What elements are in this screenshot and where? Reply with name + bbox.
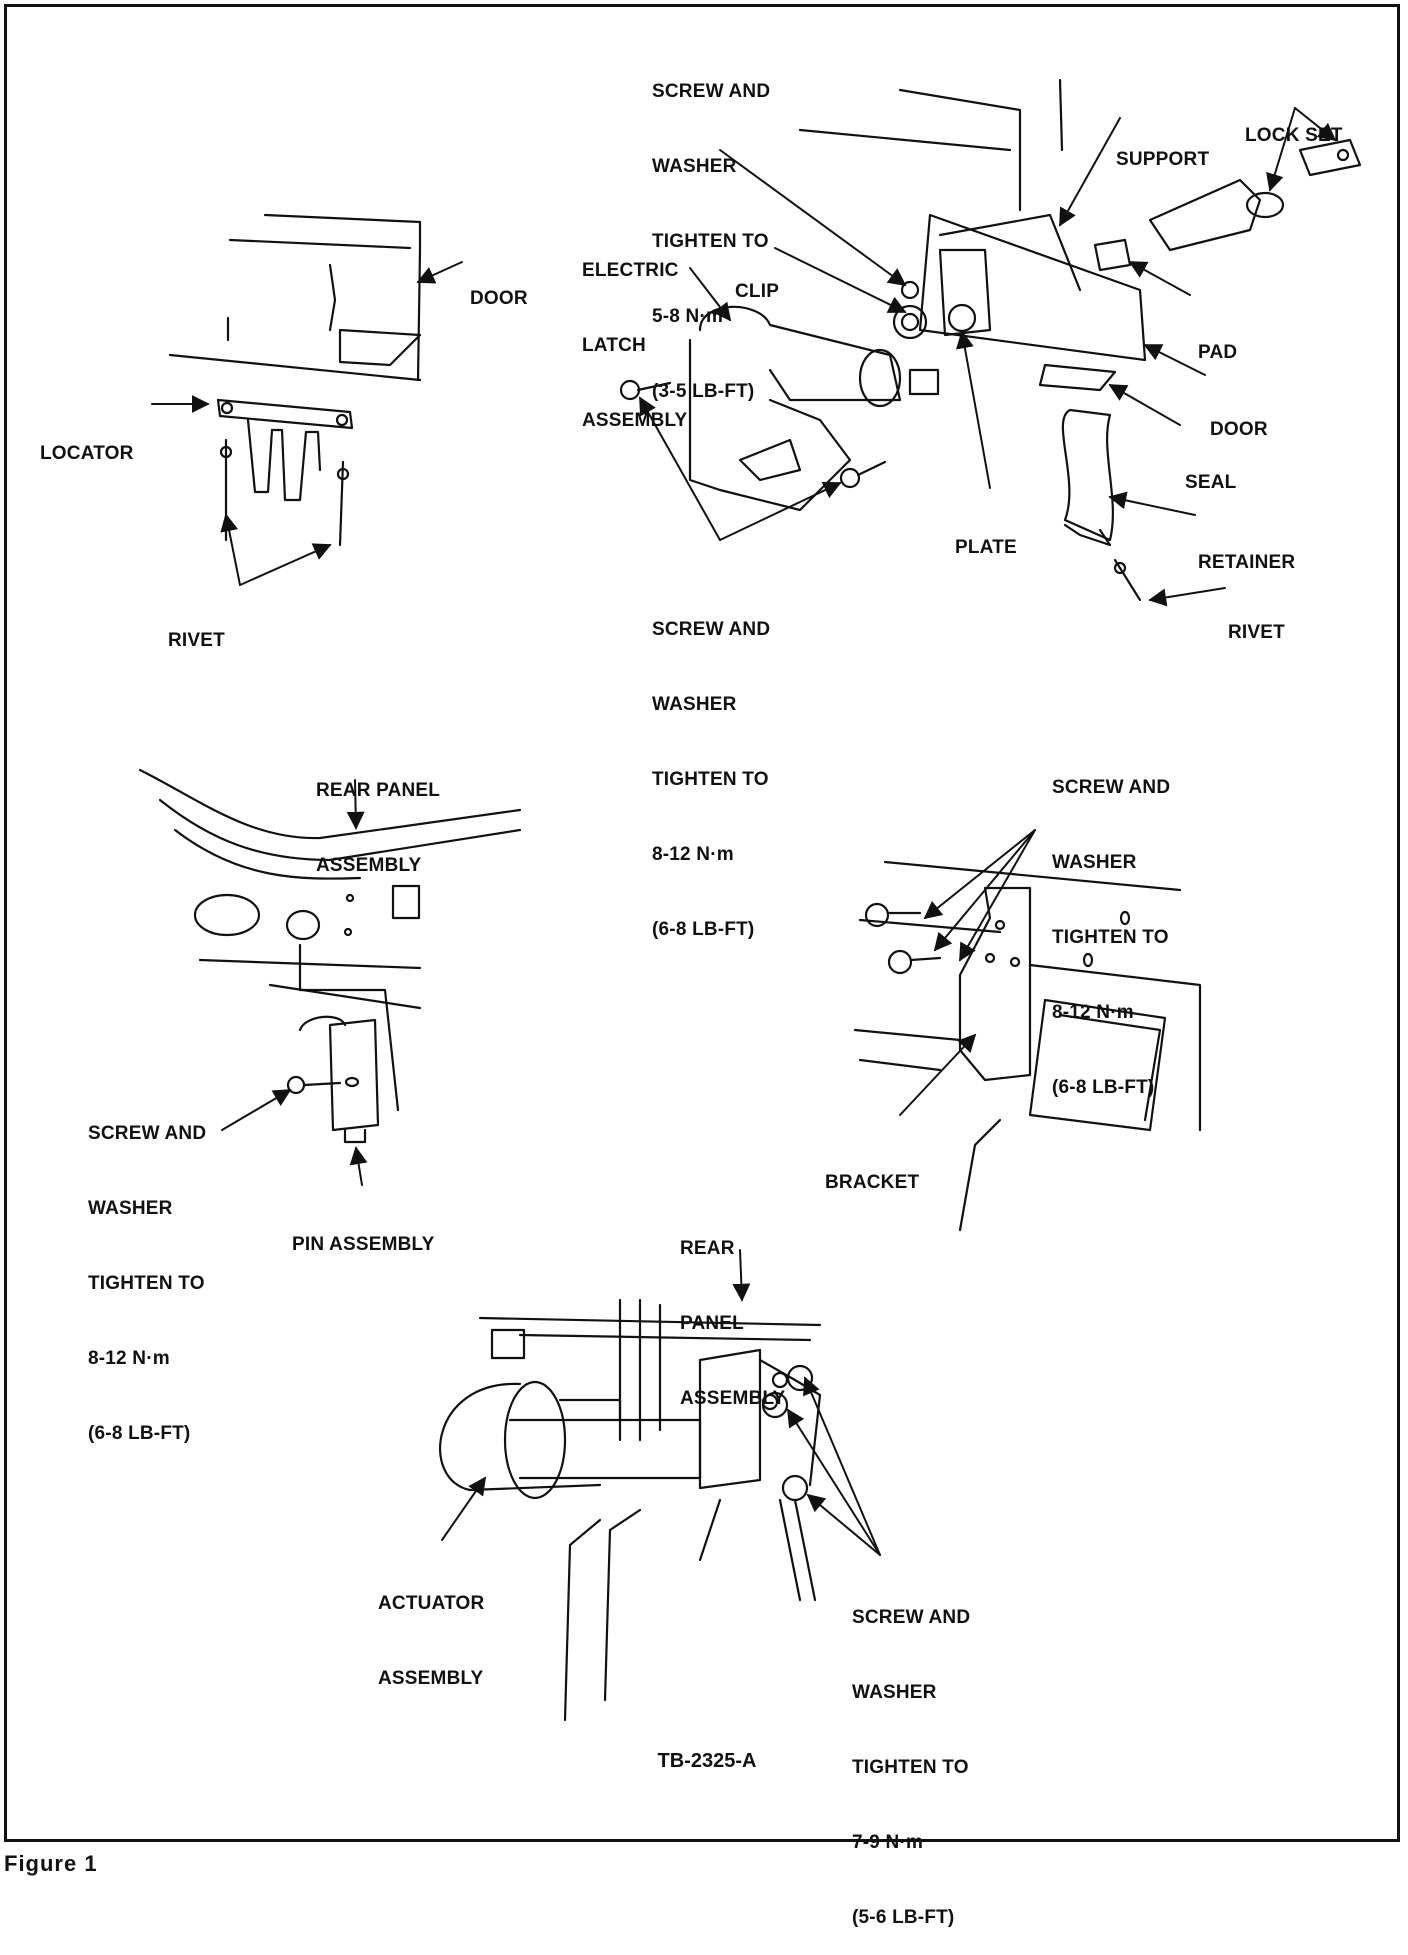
pad-label: PAD — [1198, 342, 1238, 363]
rear-panel-assembly-label-2: REAR PANEL ASSEMBLY — [680, 1238, 786, 1409]
pad-part — [1093, 238, 1132, 272]
figure-label: Figure 1 — [4, 1851, 98, 1876]
screw-washer-5-8-label: SCREW AND WASHER TIGHTEN TO 5-8 N·m (3-5… — [652, 81, 771, 402]
actuator-leaders — [441, 1249, 881, 1556]
pin-screw-washer-label: SCREW AND WASHER TIGHTEN TO 8-12 N·m (6-… — [88, 1123, 207, 1444]
figure-frame — [4, 4, 1400, 1842]
seal-part — [1038, 363, 1117, 392]
clip-label: CLIP — [735, 281, 780, 302]
rivet-label: RIVET — [168, 630, 225, 651]
electric-latch-body — [688, 305, 940, 512]
lock-set-part — [1148, 138, 1362, 252]
diagram-id: TB-2325-A — [657, 1750, 757, 1772]
plate-label: PLATE — [955, 537, 1017, 558]
electric-latch-assembly-label: ELECTRIC LATCH ASSEMBLY — [582, 260, 688, 431]
actuator-view — [439, 1298, 822, 1722]
actuator-assembly-label: ACTUATOR ASSEMBLY — [378, 1593, 485, 1689]
bracket-part — [958, 886, 1032, 1082]
latch-exploded-leaders — [639, 107, 1337, 607]
plate-part — [938, 248, 992, 337]
screw-washer-8-12-label: SCREW AND WASHER TIGHTEN TO 8-12 N·m (6-… — [652, 619, 771, 940]
door-locator-leaders — [151, 261, 463, 586]
pin-assembly-part — [298, 1015, 380, 1144]
exploded-view-illustration — [138, 78, 1362, 1722]
pin-assembly-view — [138, 768, 522, 1144]
door-locator-view — [168, 213, 422, 547]
latch-exploded-view — [619, 78, 1362, 602]
bracket-leaders — [899, 829, 1036, 1116]
door-label-2: DOOR — [1210, 419, 1268, 440]
rivet-label-2: RIVET — [1228, 622, 1285, 643]
locator-part — [216, 398, 354, 502]
pin-assembly-leaders — [221, 779, 368, 1186]
retainer-part — [1061, 408, 1114, 547]
support-label: SUPPORT — [1116, 149, 1210, 170]
seal-label: SEAL — [1185, 472, 1237, 493]
locator-label: LOCATOR — [40, 443, 134, 464]
lock-set-label: LOCK SET — [1245, 125, 1343, 146]
clip-part — [892, 304, 928, 340]
pin-assembly-label: PIN ASSEMBLY — [292, 1234, 435, 1255]
retainer-label: RETAINER — [1198, 552, 1296, 573]
rear-panel-assembly-label: REAR PANEL ASSEMBLY — [316, 780, 441, 876]
bracket-view — [853, 860, 1202, 1232]
bracket-screw-washer-label: SCREW AND WASHER TIGHTEN TO 8-12 N·m (6-… — [1052, 777, 1171, 1098]
bracket-label: BRACKET — [825, 1172, 920, 1193]
door-label: DOOR — [470, 288, 528, 309]
